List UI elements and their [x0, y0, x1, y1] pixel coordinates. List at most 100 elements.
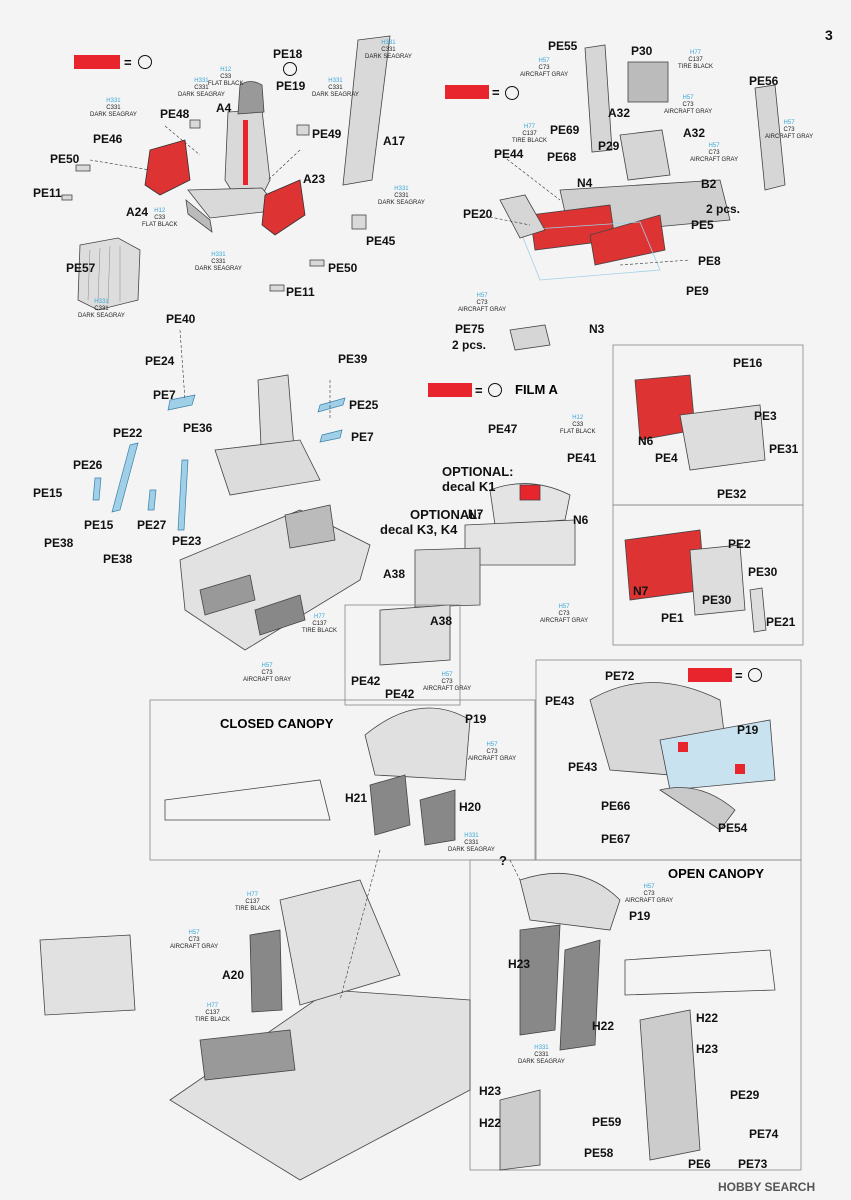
part-label: H22 — [479, 1116, 502, 1130]
paint-brush-icon — [488, 383, 502, 397]
part-label: PE20 — [463, 207, 493, 221]
red-swatch — [445, 85, 489, 99]
part-label: H22 — [592, 1019, 615, 1033]
page-number: 3 — [825, 27, 833, 43]
part-label: PE57 — [66, 261, 96, 275]
part-label: PE38 — [103, 552, 133, 566]
part-label: P19 — [629, 909, 651, 923]
part-label: A4 — [216, 101, 232, 115]
part-label: PE7 — [153, 388, 176, 402]
part-label: A17 — [383, 134, 406, 148]
part-label: PE8 — [698, 254, 721, 268]
part-label: H23 — [479, 1084, 502, 1098]
optional-k34-decal: decal K3, K4 — [380, 522, 458, 537]
part-label: PE26 — [73, 458, 103, 472]
part-label: PE1 — [661, 611, 684, 625]
step-icon — [283, 62, 297, 76]
part-label: H21 — [345, 791, 368, 805]
part-label: PE22 — [113, 426, 143, 440]
equals-sign: = — [475, 383, 483, 398]
part-label: PE6 — [688, 1157, 711, 1171]
part-label: P30 — [631, 44, 653, 58]
part-label: B2 — [701, 177, 717, 191]
part-label: PE56 — [749, 74, 779, 88]
part-label: PE24 — [145, 354, 175, 368]
paint-brush-icon — [748, 668, 762, 682]
part-label: PE46 — [93, 132, 123, 146]
part-label: PE72 — [605, 669, 635, 683]
part-label: PE66 — [601, 799, 631, 813]
part-label: PE36 — [183, 421, 213, 435]
part-label: PE44 — [494, 147, 524, 161]
part-label: PE58 — [584, 1146, 614, 1160]
part-label: N3 — [589, 322, 605, 336]
part-label: P29 — [598, 139, 620, 153]
part-label: PE2 — [728, 537, 751, 551]
part-label: H22 — [696, 1011, 719, 1025]
part-label: PE38 — [44, 536, 74, 550]
part-label: N7 — [468, 507, 484, 521]
part-label: PE25 — [349, 398, 379, 412]
part-label: PE50 — [328, 261, 358, 275]
part-label: H23 — [696, 1042, 719, 1056]
closed-canopy-title: CLOSED CANOPY — [220, 716, 334, 731]
part-label: PE42 — [385, 687, 415, 701]
part-label: A38 — [430, 614, 453, 628]
part-label: PE42 — [351, 674, 381, 688]
part-label: N6 — [573, 513, 589, 527]
part-label: PE45 — [366, 234, 396, 248]
part-label: H20 — [459, 800, 482, 814]
part-label: PE54 — [718, 821, 748, 835]
equals-sign: = — [124, 55, 132, 70]
part-label: PE48 — [160, 107, 190, 121]
optional-k34-label: OPTIONAL: — [410, 507, 482, 522]
part-label: PE55 — [548, 39, 578, 53]
part-label: PE16 — [733, 356, 763, 370]
part-label: PE69 — [550, 123, 580, 137]
part-label: N7 — [633, 584, 649, 598]
part-label: PE30 — [748, 565, 778, 579]
paint-brush-icon — [138, 55, 152, 69]
paint-brush-icon — [505, 86, 519, 100]
optional-k1-label: OPTIONAL: — [442, 464, 514, 479]
part-label: PE4 — [655, 451, 678, 465]
part-label: PE32 — [717, 487, 747, 501]
part-label: PE23 — [172, 534, 202, 548]
part-label: PE39 — [338, 352, 368, 366]
part-label: A32 — [683, 126, 706, 140]
film-a-title: FILM A — [515, 382, 558, 397]
part-label: PE50 — [50, 152, 80, 166]
part-label: A23 — [303, 172, 326, 186]
equals-sign: = — [492, 85, 500, 100]
part-label: A38 — [383, 567, 406, 581]
part-label: PE68 — [547, 150, 577, 164]
part-label: PE19 — [276, 79, 306, 93]
part-label: PE21 — [766, 615, 796, 629]
part-label: PE49 — [312, 127, 342, 141]
two-pcs-label: 2 pcs. — [452, 338, 487, 352]
part-label: PE11 — [286, 285, 315, 299]
part-label: PE15 — [84, 518, 114, 532]
